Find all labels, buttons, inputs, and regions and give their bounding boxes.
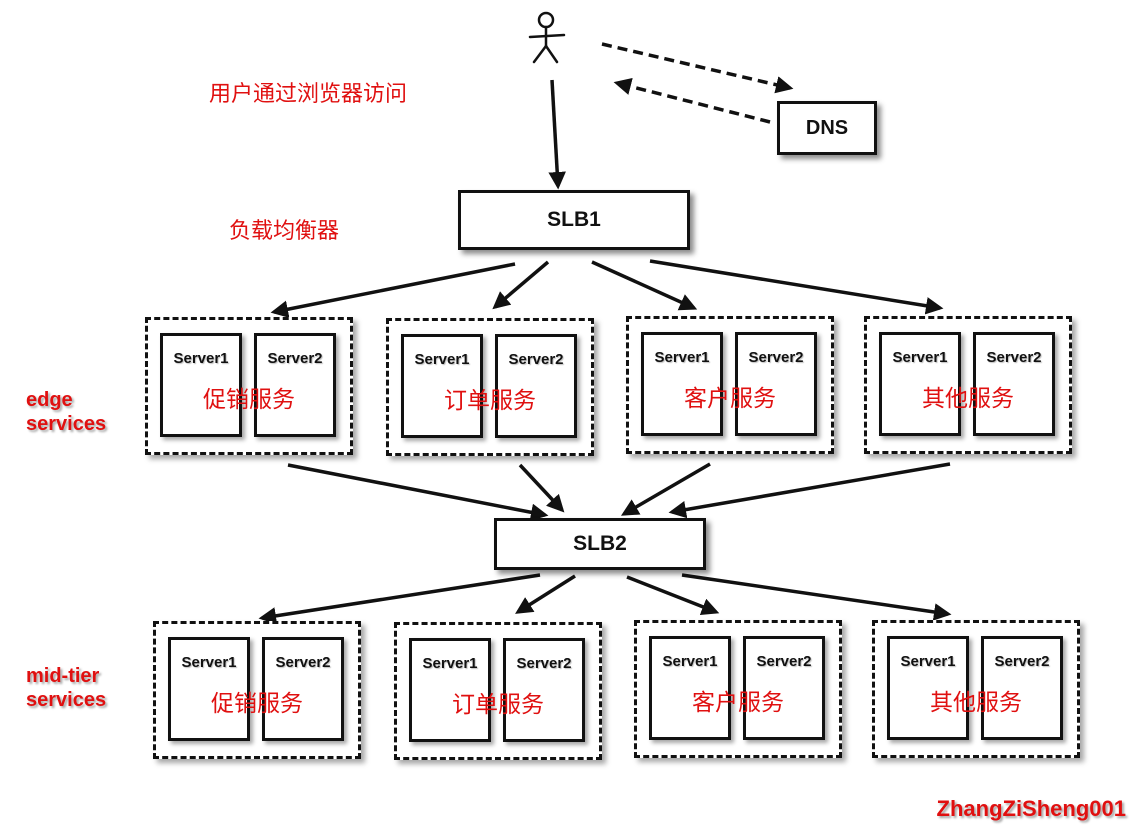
edge-label-line1: edge [26, 389, 73, 411]
arrow-slb1-edge-3 [591, 260, 698, 311]
arrow-slb2-mid-2 [515, 574, 576, 614]
edge-service-group: Server1 Server2 客户服务 [626, 316, 834, 454]
server-label: Server2 [508, 351, 564, 368]
slb1-node: SLB1 [458, 190, 690, 250]
server-box: Server2 [743, 636, 825, 740]
server-box: Server2 [973, 332, 1055, 436]
arrow-edge1-slb2 [287, 463, 549, 521]
mid-label-line1: mid-tier [26, 665, 100, 687]
server-label: Server1 [181, 654, 237, 671]
server-label: Server2 [986, 349, 1042, 366]
arrow-user-dns [601, 42, 794, 94]
mid-service-group: Server1 Server2 其他服务 [872, 620, 1080, 758]
slb2-label: SLB2 [573, 532, 627, 555]
arrow-slb1-edge-4 [649, 259, 944, 315]
arrow-user-slb1 [548, 79, 566, 190]
server-label: Server2 [275, 654, 331, 671]
arrow-slb2-mid-1 [258, 573, 541, 625]
browser-access-label: 用户通过浏览器访问 [209, 82, 408, 107]
server-label: Server2 [748, 349, 804, 366]
arrow-slb1-edge-2 [492, 260, 550, 310]
server-box: Server1 [887, 636, 969, 740]
arrow-slb2-mid-4 [681, 573, 952, 621]
edge-service-group: Server1 Server2 订单服务 [386, 318, 594, 456]
dns-node: DNS [777, 101, 877, 155]
user-icon [528, 11, 566, 64]
server-box: Server1 [641, 332, 723, 436]
server-label: Server2 [267, 350, 323, 367]
server-box: Server1 [401, 334, 483, 438]
server-box: Server1 [168, 637, 250, 741]
server-label: Server2 [994, 653, 1050, 670]
server-label: Server2 [516, 655, 572, 672]
server-label: Server1 [173, 350, 229, 367]
server-box: Server2 [495, 334, 577, 438]
server-label: Server1 [654, 349, 710, 366]
server-box: Server2 [735, 332, 817, 436]
server-box: Server1 [409, 638, 491, 742]
dns-label: DNS [805, 116, 849, 139]
server-label: Server1 [414, 351, 470, 368]
arrow-edge4-slb2 [668, 462, 951, 519]
server-box: Server2 [262, 637, 344, 741]
mid-label-line2: services [26, 689, 107, 711]
arrow-slb1-edge-1 [270, 262, 516, 318]
load-balancer-label: 负载均衡器 [229, 219, 340, 244]
server-label: Server1 [422, 655, 478, 672]
server-label: Server2 [756, 653, 812, 670]
edge-services-label: edge services [26, 388, 106, 436]
server-box: Server2 [254, 333, 336, 437]
author-watermark: ZhangZiSheng001 [936, 796, 1126, 821]
arrow-edge3-slb2 [620, 462, 711, 516]
edge-service-group: Server1 Server2 促销服务 [145, 317, 353, 455]
server-label: Server1 [662, 653, 718, 670]
server-box: Server2 [981, 636, 1063, 740]
mid-service-group: Server1 Server2 促销服务 [153, 621, 361, 759]
mid-service-group: Server1 Server2 客户服务 [634, 620, 842, 758]
server-box: Server1 [160, 333, 242, 437]
server-box: Server2 [503, 638, 585, 742]
arrow-dns-user [613, 77, 771, 124]
arrow-slb2-mid-3 [626, 575, 720, 616]
mid-tier-services-label: mid-tier services [26, 664, 106, 712]
server-label: Server1 [900, 653, 956, 670]
mid-service-group: Server1 Server2 订单服务 [394, 622, 602, 760]
server-box: Server1 [649, 636, 731, 740]
server-box: Server1 [879, 332, 961, 436]
edge-label-line2: services [26, 413, 107, 435]
edge-service-group: Server1 Server2 其他服务 [864, 316, 1072, 454]
slb2-node: SLB2 [494, 518, 706, 570]
server-label: Server1 [892, 349, 948, 366]
slb1-label: SLB1 [547, 208, 601, 231]
arrow-edge2-slb2 [518, 463, 565, 513]
